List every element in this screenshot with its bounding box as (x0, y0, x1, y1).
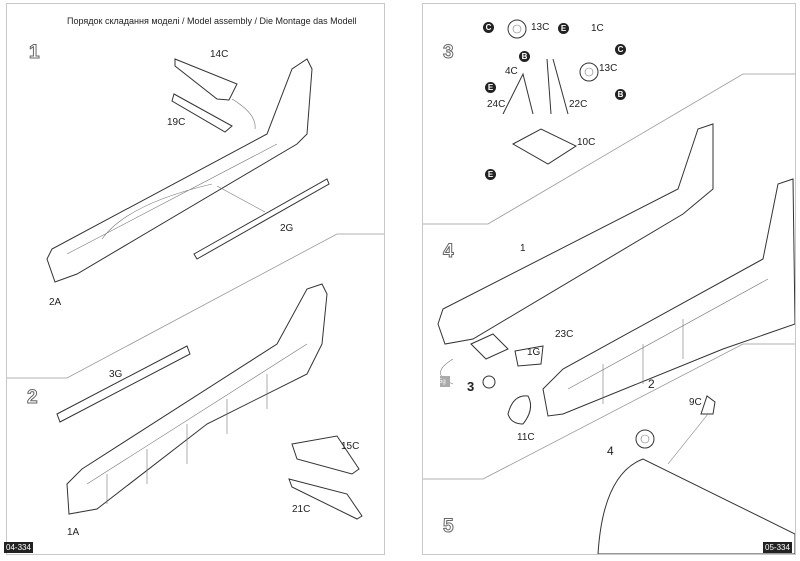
paint-code-e-3: E (485, 169, 496, 180)
weight-label: 5g (439, 379, 446, 385)
part-label-3: 3 (467, 379, 475, 394)
part-label-1a: 1A (67, 527, 80, 538)
right-page-drawings (423, 19, 795, 554)
part-label-11c: 11C (517, 432, 535, 443)
nose-section-4 (597, 395, 795, 554)
window-strip-2g (193, 178, 330, 260)
part-label-24c: 24C (487, 99, 506, 110)
paint-code-e-2: E (485, 82, 496, 93)
window-strip-3g (56, 345, 191, 423)
main-gear-assembly (502, 19, 599, 165)
step-number-5: 5 (443, 516, 455, 538)
left-page: Порядок складання моделі / Model assembl… (4, 3, 385, 555)
left-page-drawings (7, 58, 384, 520)
part-label-1: 1 (520, 243, 526, 254)
fuselage-assembled-2 (542, 178, 795, 417)
stabilizer-14c (174, 58, 238, 101)
fuselage-assembled-1a (66, 283, 328, 515)
step-divider-4-5 (423, 343, 795, 480)
paint-code-c-2: C (615, 44, 626, 55)
part-label-4c: 4C (505, 66, 518, 77)
page-number-right: 05-334 (763, 542, 792, 553)
step-divider (7, 233, 384, 379)
part-label-19c: 19C (167, 117, 186, 128)
step-number-3: 3 (443, 42, 455, 64)
paint-code-b: B (519, 51, 530, 62)
arrow-line (231, 98, 256, 130)
part-label-4: 4 (607, 444, 614, 458)
part-label-15c: 15C (341, 441, 360, 452)
fuselage-left-half-2a (46, 58, 313, 283)
assembly-title: Порядок складання моделі / Model assembl… (67, 16, 357, 26)
stabilizer-15c (291, 435, 360, 475)
part-label-2: 2 (648, 377, 655, 391)
paint-code-e: E (558, 23, 569, 34)
stabilizer-19c (171, 93, 233, 133)
part-1g (514, 345, 544, 367)
part-label-1g: 1G (527, 347, 541, 358)
part-label-14c: 14C (210, 49, 229, 60)
part-label-1c: 1C (591, 23, 604, 34)
step-divider-3-4 (423, 73, 795, 225)
paint-code-c: C (483, 22, 494, 33)
part-label-23c: 23C (555, 329, 574, 340)
stabilizer-21c (288, 478, 363, 520)
part-label-2g: 2G (280, 223, 294, 234)
step-number-4: 4 (443, 241, 455, 263)
part-label-9c: 9C (689, 397, 702, 408)
page-number-left: 04-334 (4, 542, 33, 553)
part-label-13c: 13C (531, 22, 550, 33)
fuselage-half-1 (437, 123, 714, 345)
right-page: 3 C 13C E 1C B C 13C B 4C E 24C 22C 10C … (422, 3, 796, 555)
part-label-22c: 22C (569, 99, 588, 110)
part-label-13c-2: 13C (599, 63, 618, 74)
cockpit-floor (470, 333, 509, 389)
weight-icon (440, 376, 450, 387)
part-label-10c: 10C (577, 137, 596, 148)
paint-code-b-2: B (615, 89, 626, 100)
step-number-2: 2 (27, 387, 39, 409)
part-label-2a: 2A (49, 297, 62, 308)
step-number-1: 1 (29, 42, 41, 64)
part-label-3g: 3G (109, 369, 123, 380)
part-label-21c: 21C (292, 504, 311, 515)
nose-cone-11c (507, 395, 532, 425)
